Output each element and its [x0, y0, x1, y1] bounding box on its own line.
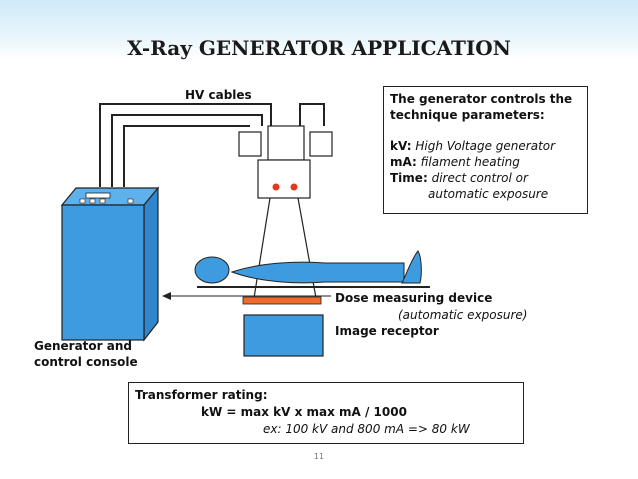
feedback-arrow-head [162, 292, 171, 300]
slide-title: X-Ray GENERATOR APPLICATION [127, 36, 511, 60]
info-ma-row: mA: filament heating [390, 155, 520, 169]
patient-body [230, 261, 405, 284]
image-receptor-label: Image receptor [335, 324, 439, 338]
hv-cables-label: HV cables [185, 88, 252, 102]
rating-example: ex: 100 kV and 800 mA => 80 kW [263, 422, 470, 436]
rating-heading: Transformer rating: [135, 388, 268, 402]
patient-feet [401, 250, 422, 284]
generator-label-line2: control console [34, 355, 138, 369]
hv-cables [99, 103, 325, 187]
tube-right-housing [309, 131, 333, 157]
info-time-row: Time: direct control or [390, 171, 528, 185]
collimator-light-right [290, 183, 298, 191]
tube-left-housing [238, 131, 262, 157]
info-kv-row: kV: High Voltage generator [390, 139, 555, 153]
generator-console [60, 186, 160, 342]
collimator-box [257, 159, 311, 199]
info-heading-line1: The generator controls the [390, 92, 573, 106]
generator-controls-box: The generator controls the technique par… [383, 86, 588, 214]
rating-formula: kW = max kV x max mA / 1000 [201, 405, 407, 419]
info-kv-value: High Voltage generator [415, 139, 556, 153]
console-display [85, 192, 111, 199]
collimator-light-left [272, 183, 280, 191]
generator-label-line1: Generator and [34, 339, 132, 353]
patient-head [194, 256, 230, 284]
automatic-exposure-label: (automatic exposure) [398, 308, 528, 322]
console-button-2 [89, 198, 96, 204]
dose-device-label: Dose measuring device [335, 291, 493, 305]
header-background [0, 0, 638, 60]
console-button-1 [79, 198, 86, 204]
tube-center-housing [267, 125, 305, 161]
xray-tube [238, 125, 333, 199]
dose-measuring-device [242, 296, 322, 305]
info-ma-value: filament heating [420, 155, 520, 169]
info-time-value: direct control or [431, 171, 528, 185]
console-button-4 [127, 198, 134, 204]
patient-on-table [194, 250, 430, 288]
info-kv-key: kV: [390, 139, 412, 153]
transformer-rating-box: Transformer rating: kW = max kV x max mA… [128, 382, 524, 444]
image-receptor [243, 314, 324, 357]
console-button-3 [99, 198, 106, 204]
page-number: 11 [313, 452, 325, 461]
info-heading-line2: technique parameters: [390, 108, 545, 122]
info-time-key: Time: [390, 171, 428, 185]
info-time-value-line2: automatic exposure [428, 187, 549, 201]
info-ma-key: mA: [390, 155, 417, 169]
